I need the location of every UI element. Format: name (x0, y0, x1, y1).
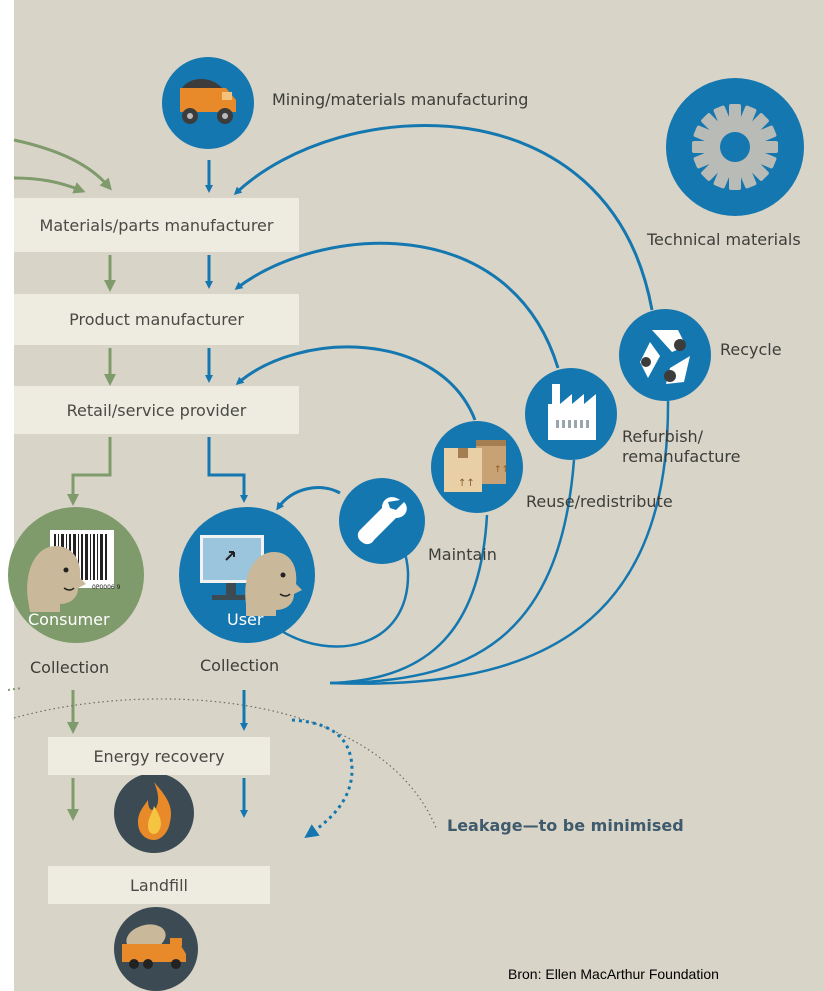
technical-materials-label: Technical materials (647, 230, 801, 249)
reuse-label: Reuse/redistribute (526, 492, 673, 511)
consumer-label: Consumer (28, 610, 110, 629)
leakage-boundary (13, 698, 438, 831)
user-label: User (227, 610, 264, 629)
svg-text:↑↑: ↑↑ (458, 478, 475, 489)
source-credit: Bron: Ellen MacArthur Foundation (508, 966, 719, 982)
refurbish-label: Refurbish/ (622, 427, 704, 446)
landfill-box: Landfill (48, 866, 270, 904)
leakage-arrow (291, 718, 354, 839)
return-arrow-recycle-to-parts (233, 123, 654, 311)
return-arrow-maintain-to-user (276, 486, 341, 511)
loop-reuse (329, 514, 489, 685)
green-arrow-retail-to-consumer (67, 437, 112, 506)
recycle-label: Recycle (720, 340, 782, 359)
barcode-number: 0P0006 9 (92, 584, 121, 591)
svg-text:↑↑: ↑↑ (494, 465, 509, 475)
parts-manufacturer-box: Materials/parts manufacturer (14, 198, 299, 252)
retail-box: Retail/service provider (14, 386, 299, 434)
flame-icon (114, 773, 194, 853)
blue-arrow-retail-to-user (207, 437, 248, 503)
return-arrow-reuse-to-retail (235, 345, 477, 421)
mining-label: Mining/materials manufacturing (272, 90, 529, 109)
collection-right-label: Collection (200, 656, 280, 675)
green-input-arrow-2 (13, 176, 86, 194)
green-input-arrow-1 (13, 138, 112, 191)
leakage-label: Leakage—to be minimised (447, 816, 684, 835)
wrench-icon (339, 478, 425, 564)
boxes-icon: ↑↑ ↑↑ (431, 421, 523, 513)
remanufacture-label: remanufacture (622, 447, 741, 466)
maintain-label: Maintain (428, 545, 497, 564)
consumer-head-icon (8, 507, 144, 643)
energy-recovery-box: Energy recovery (48, 737, 270, 775)
dump-truck-icon (162, 57, 254, 149)
leakage-boundary-left (7, 687, 23, 691)
cement-truck-icon (114, 907, 198, 991)
collection-left-label: Collection (30, 658, 110, 677)
recycle-icon (619, 309, 711, 401)
product-manufacturer-box: Product manufacturer (14, 294, 299, 345)
gear-icon (666, 78, 804, 216)
user-computer-icon (179, 507, 315, 643)
return-arrow-refurbish-to-product (234, 241, 560, 369)
loop-refurbish (329, 459, 576, 685)
factory-icon (525, 368, 617, 460)
loop-recycle (329, 399, 670, 685)
